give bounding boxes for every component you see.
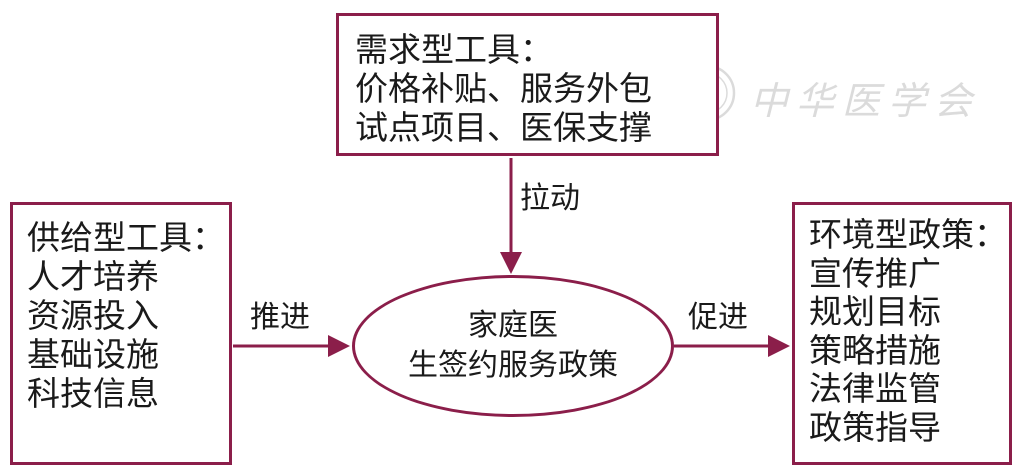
central-policy-ellipse: 家庭医 生签约服务政策: [352, 275, 674, 417]
environment-policy-box: 环境型政策： 宣传推广 规划目标 策略措施 法律监管 政策指导: [792, 202, 1012, 465]
supply-tools-title: 供给型工具：: [27, 218, 225, 257]
environment-policy-line: 策略措施: [809, 330, 941, 370]
central-policy-line: 家庭医: [468, 308, 558, 343]
supply-tools-box: 供给型工具： 人才培养 资源投入 基础设施 科技信息: [10, 202, 232, 465]
supply-tools-line: 人才培养: [27, 257, 159, 296]
pull-label: 拉动: [520, 181, 580, 216]
pull-arrowhead: [500, 252, 522, 274]
supply-tools-line: 科技信息: [27, 374, 159, 413]
environment-policy-line: 政策指导: [809, 407, 941, 447]
demand-tools-line: 试点项目、医保支撑: [355, 108, 652, 147]
promote-arrowhead: [768, 335, 790, 357]
environment-policy-line: 宣传推广: [809, 253, 941, 293]
environment-policy-line: 规划目标: [809, 292, 941, 331]
supply-tools-line: 基础设施: [27, 335, 159, 374]
environment-policy-line: 法律监管: [809, 369, 941, 408]
environment-policy-title: 环境型政策：: [809, 215, 1007, 254]
central-policy-line: 生签约服务政策: [408, 348, 618, 383]
demand-tools-line: 价格补贴、服务外包: [355, 69, 652, 108]
watermark: 中华医学会: [676, 62, 1016, 124]
demand-tools-title: 需求型工具：: [355, 30, 553, 69]
supply-tools-line: 资源投入: [27, 296, 159, 335]
watermark-text: 中华医学会: [750, 79, 981, 123]
demand-tools-box: 需求型工具： 价格补贴、服务外包 试点项目、医保支撑: [336, 13, 719, 156]
push-label: 推进: [250, 300, 310, 335]
push-arrowhead: [328, 335, 350, 357]
promote-label: 促进: [688, 300, 748, 335]
